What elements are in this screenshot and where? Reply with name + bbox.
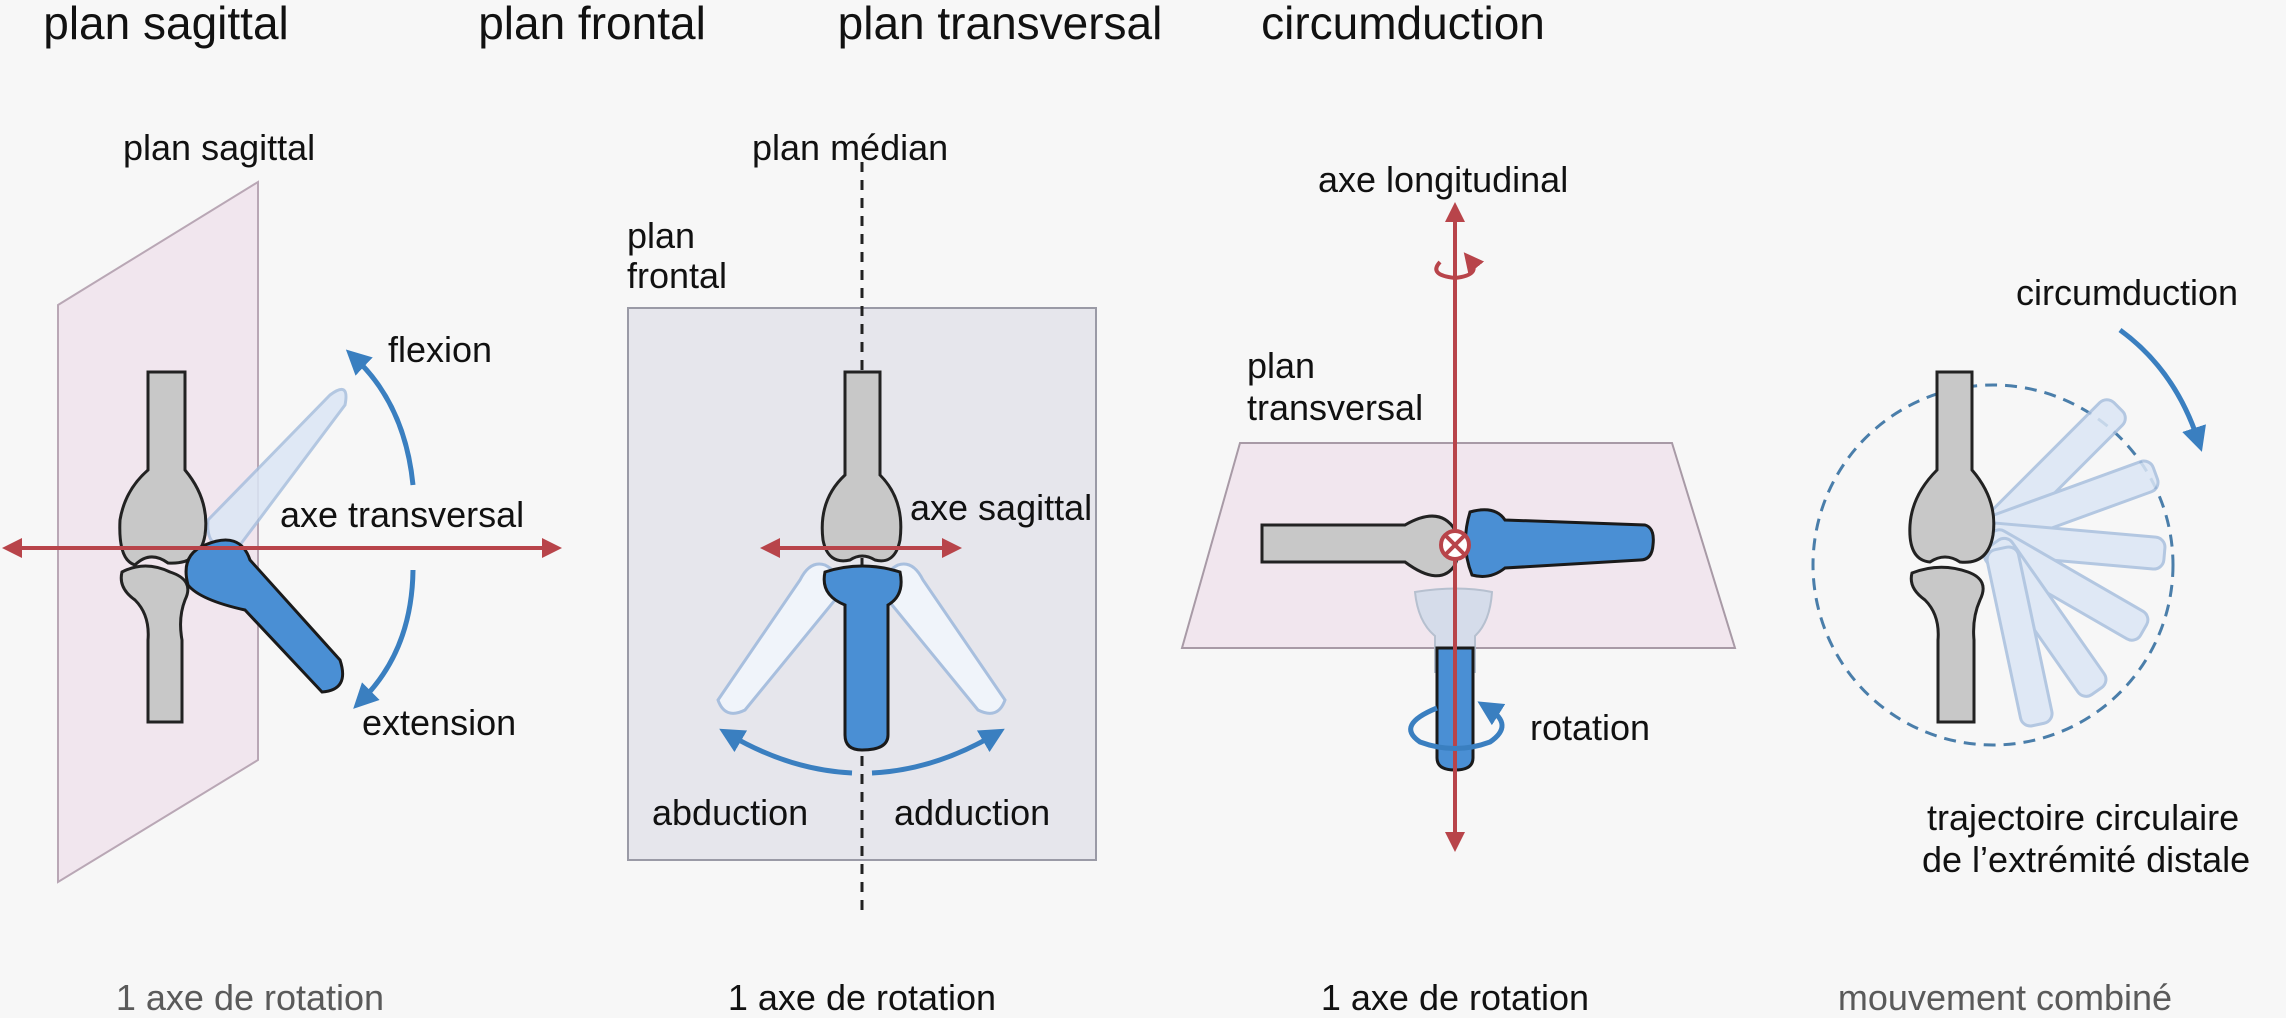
panel-footer-transversal: 1 axe de rotation	[1320, 977, 1590, 1018]
label-plan-transversal-1: plan	[1247, 345, 1315, 386]
panel-title-circumduction: circumduction	[1261, 0, 1545, 49]
panel-footer-sagittal: 1 axe de rotation	[115, 977, 385, 1018]
label-abduction: abduction	[652, 792, 808, 833]
label-axe-sagittal: axe sagittal	[910, 487, 1092, 528]
panel-transversal: axe longitudinal plan transversal rotati…	[1180, 159, 1737, 852]
label-rotation: rotation	[1530, 707, 1650, 748]
axis-center-cross-b	[1444, 534, 1466, 556]
label-plan-frontal-1: plan	[627, 215, 695, 256]
blue-bone-horizontal	[1463, 508, 1655, 578]
panel-title-frontal: plan frontal	[478, 0, 706, 49]
trajectory-circle	[1811, 383, 2175, 747]
panel-title-transversal: plan transversal	[837, 0, 1163, 49]
label-axe-longitudinal: axe longitudinal	[1318, 159, 1568, 200]
label-flexion: flexion	[388, 329, 492, 370]
panel-frontal: plan médian plan frontal axe sagittal ab…	[627, 127, 1097, 912]
label-plan-median: plan médian	[752, 127, 948, 168]
moving-bone-blue	[822, 564, 903, 752]
panel-circumduction: circumduction trajectoire circulaire de …	[1811, 272, 2250, 880]
femur-bone	[1908, 370, 1996, 564]
label-extension: extension	[362, 702, 516, 743]
label-circumduction: circumduction	[2016, 272, 2238, 313]
label-trajectoire-2: de l’extrémité distale	[1922, 839, 2250, 880]
axis-rotation-indicator	[1434, 252, 1485, 281]
label-plan-frontal-2: frontal	[627, 255, 727, 296]
abduction-arrow	[719, 728, 853, 776]
label-axe-transversal: axe transversal	[280, 494, 524, 535]
label-plan-sagittal: plan sagittal	[123, 127, 315, 168]
panel-sagittal: plan sagittal flexion axe transversal ex…	[2, 127, 562, 884]
extension-arrow	[353, 569, 416, 709]
label-adduction: adduction	[894, 792, 1050, 833]
circumduction-arrow	[2118, 327, 2206, 452]
panel-footer-frontal: 1 axe de rotation	[727, 977, 997, 1018]
adduction-arrow	[871, 728, 1005, 776]
tibia-bone	[119, 564, 190, 724]
label-plan-transversal-2: transversal	[1247, 387, 1423, 428]
panel-footer-circumduction: mouvement combiné	[1837, 977, 2173, 1018]
panel-title-sagittal: plan sagittal	[43, 0, 289, 49]
flexion-arrow	[345, 349, 416, 486]
label-trajectoire-1: trajectoire circulaire	[1927, 797, 2239, 838]
rotation-arrow	[1408, 701, 1506, 751]
tibia-bone	[1909, 565, 1985, 724]
ghost-bones-fan	[1981, 398, 2167, 728]
